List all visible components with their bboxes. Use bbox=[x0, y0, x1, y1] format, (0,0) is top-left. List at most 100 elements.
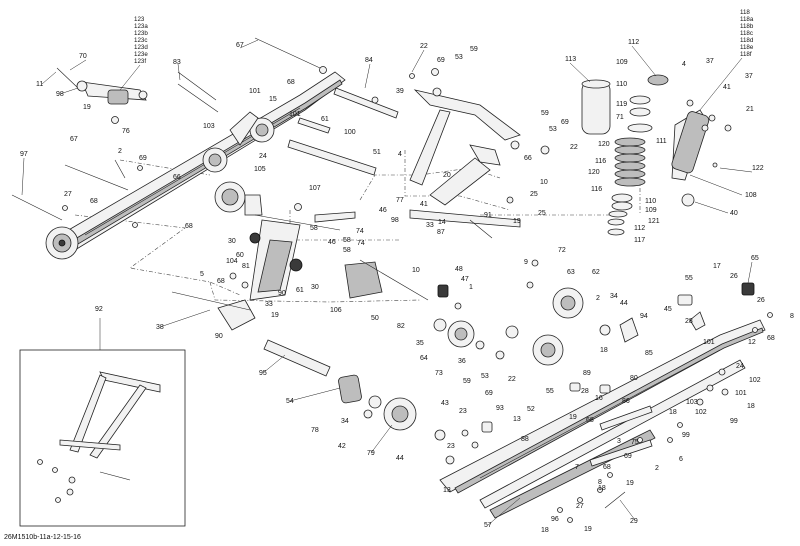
callout-90a: 90 bbox=[278, 290, 286, 297]
callout-40: 40 bbox=[730, 210, 738, 217]
callout-78: 78 bbox=[311, 427, 319, 434]
callout-23b: 23 bbox=[447, 443, 455, 450]
callout-103a: 103 bbox=[203, 123, 215, 130]
callout-72: 72 bbox=[558, 247, 566, 254]
callout-6: 6 bbox=[679, 456, 683, 463]
callout-120a: 120 bbox=[598, 141, 610, 148]
callout-118c: 118c bbox=[740, 30, 753, 37]
callout-119: 119 bbox=[616, 101, 627, 108]
callout-59a: 59 bbox=[470, 46, 478, 53]
callout-57: 57 bbox=[484, 522, 492, 529]
callout-18b: 18 bbox=[747, 403, 755, 410]
callout-8a: 8 bbox=[790, 313, 794, 320]
callout-110b: 110 bbox=[645, 198, 656, 205]
callout-101c: 101 bbox=[703, 339, 715, 346]
callout-105: 105 bbox=[254, 166, 266, 173]
callout-74b: 74 bbox=[357, 240, 365, 247]
torsion-springs bbox=[171, 259, 462, 311]
callout-22b: 22 bbox=[570, 144, 578, 151]
callout-73: 73 bbox=[435, 370, 443, 377]
callout-117: 117 bbox=[634, 237, 645, 244]
callout-22c: 22 bbox=[508, 376, 516, 383]
callout-53a: 53 bbox=[455, 54, 463, 61]
callout-99a: 99 bbox=[682, 432, 690, 439]
callout-118b: 118b bbox=[740, 23, 754, 30]
callout-62: 62 bbox=[592, 269, 600, 276]
center-shafts bbox=[287, 87, 399, 176]
callout-60: 60 bbox=[236, 252, 244, 259]
callout-79: 79 bbox=[367, 450, 375, 457]
callout-87: 87 bbox=[437, 229, 445, 236]
callout-39: 39 bbox=[396, 88, 404, 95]
callout-47: 47 bbox=[461, 276, 469, 283]
callout-19d: 19 bbox=[569, 414, 577, 421]
callout-43: 43 bbox=[441, 400, 449, 407]
callout-4a: 4 bbox=[682, 61, 686, 68]
callout-104: 104 bbox=[226, 258, 238, 265]
callout-27a: 27 bbox=[64, 191, 72, 198]
callout-90b: 90 bbox=[215, 333, 223, 340]
callout-41b: 41 bbox=[420, 201, 428, 208]
callout-55a: 55 bbox=[685, 275, 693, 282]
callout-116b: 116 bbox=[591, 186, 602, 193]
callout-101c: 101 bbox=[735, 390, 747, 397]
callout-5: 5 bbox=[200, 271, 204, 278]
lower-axle-assembly bbox=[99, 339, 417, 431]
callout-111: 111 bbox=[656, 138, 667, 145]
callout-29: 29 bbox=[630, 518, 638, 525]
rear-shock-assembly bbox=[581, 74, 732, 236]
callout-19f: 19 bbox=[584, 526, 592, 533]
callout-69d: 69 bbox=[485, 390, 493, 397]
callout-80: 80 bbox=[630, 375, 638, 382]
callout-66b: 66 bbox=[524, 155, 532, 162]
callout-44a: 44 bbox=[620, 300, 628, 307]
callout-4b: 4 bbox=[398, 151, 402, 158]
callout-101b: 101 bbox=[289, 111, 301, 118]
callout-20: 20 bbox=[443, 172, 451, 179]
callout-100: 100 bbox=[344, 129, 356, 136]
callout-85: 85 bbox=[645, 350, 653, 357]
callout-68f: 68 bbox=[586, 417, 594, 424]
callout-12: 12 bbox=[748, 339, 756, 346]
callout-106: 106 bbox=[330, 307, 342, 314]
front-shock bbox=[76, 80, 148, 105]
left-slide-rail bbox=[45, 71, 346, 260]
callout-68b: 68 bbox=[90, 198, 98, 205]
callout-18d: 18 bbox=[541, 527, 549, 534]
callout-46b: 46 bbox=[328, 239, 336, 246]
callout-69a: 69 bbox=[437, 57, 445, 64]
callout-50: 50 bbox=[371, 315, 379, 322]
callout-118e: 118e bbox=[740, 44, 754, 51]
callout-22a: 22 bbox=[420, 43, 428, 50]
inset-detail-box bbox=[19, 318, 186, 527]
callout-58a: 58 bbox=[310, 225, 318, 232]
callout-26b: 26 bbox=[757, 297, 765, 304]
callout-101a: 101 bbox=[249, 88, 261, 95]
callout-16: 16 bbox=[595, 395, 603, 402]
callout-51: 51 bbox=[373, 149, 381, 156]
callout-28a: 28 bbox=[685, 318, 693, 325]
callout-113: 113 bbox=[565, 56, 576, 63]
callout-75: 75 bbox=[631, 439, 639, 446]
callout-14: 14 bbox=[438, 219, 446, 226]
callout-97: 97 bbox=[20, 151, 28, 158]
callout-18c: 18 bbox=[669, 409, 677, 416]
callout-123d: 123d bbox=[134, 44, 148, 51]
callout-123f: 123f bbox=[134, 58, 146, 65]
callout-123e: 123e bbox=[134, 51, 148, 58]
callout-27b: 27 bbox=[576, 503, 584, 510]
callout-19e: 19 bbox=[626, 480, 634, 487]
callout-30b: 30 bbox=[311, 284, 319, 291]
callout-112: 112 bbox=[628, 39, 639, 46]
callout-118a: 118a bbox=[740, 16, 754, 23]
callout-110a: 110 bbox=[616, 81, 627, 88]
callout-91: 91 bbox=[484, 212, 492, 219]
center-a-frame bbox=[217, 219, 303, 331]
callout-122: 122 bbox=[752, 165, 764, 172]
callout-10a: 10 bbox=[540, 179, 548, 186]
callout-68c: 68 bbox=[185, 223, 193, 230]
callout-66a: 66 bbox=[173, 174, 181, 181]
callout-109a: 109 bbox=[616, 59, 628, 66]
rear-arm-linkage bbox=[409, 68, 550, 239]
